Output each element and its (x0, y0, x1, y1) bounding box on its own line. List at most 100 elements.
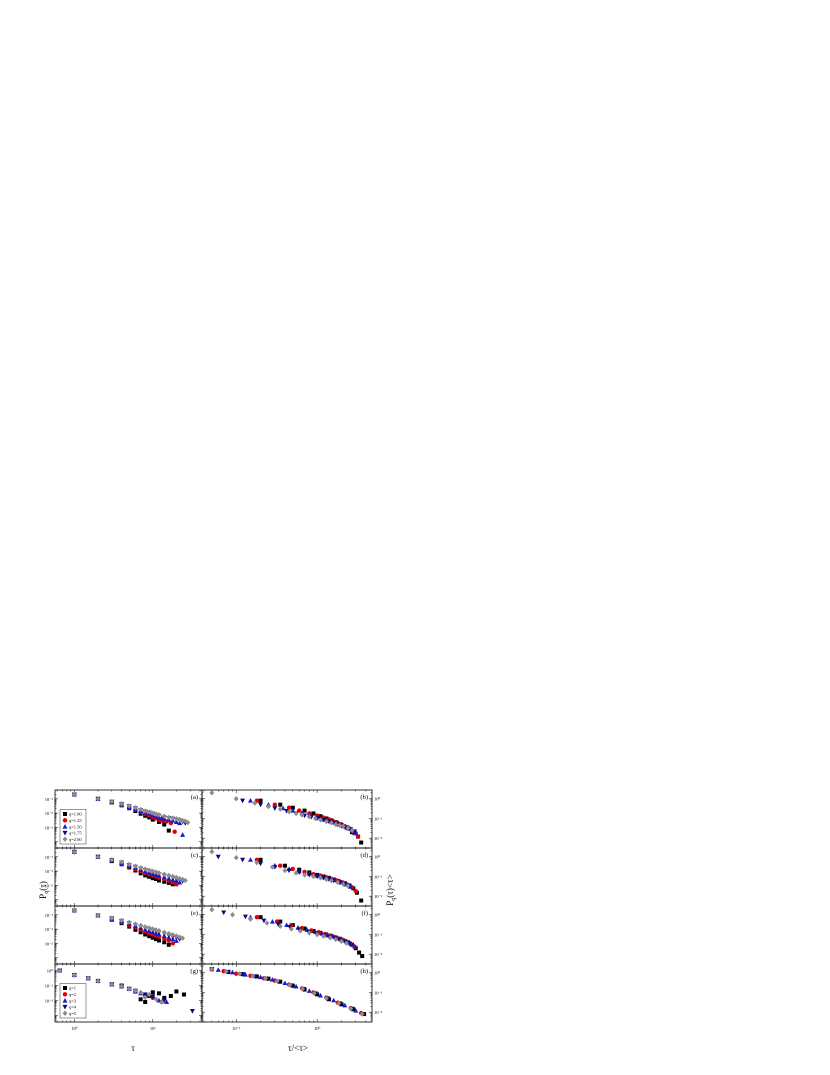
data-point (321, 817, 327, 823)
legend-marker (62, 830, 68, 836)
data-point (109, 856, 115, 863)
legend-label: q=3 (69, 998, 77, 1003)
data-point (328, 820, 334, 826)
data-point (138, 997, 143, 1002)
data-point (95, 912, 101, 919)
data-point (306, 930, 312, 936)
data-point (331, 997, 337, 1003)
y-tick-label: 10⁻² (374, 894, 383, 899)
panel-letter: (g) (190, 968, 198, 975)
y-tick-label: 10⁻³ (45, 825, 54, 830)
legend-marker (63, 986, 67, 990)
data-point (173, 874, 179, 881)
data-point (352, 943, 358, 949)
data-point (230, 912, 235, 918)
panels-group: 10⁻¹10⁻²10⁻³(a)q=1.00q=1.25q=1.50q=1.75q… (45, 789, 383, 1031)
data-point (177, 816, 183, 823)
data-point (282, 863, 287, 868)
data-point (284, 808, 290, 814)
data-point (126, 919, 132, 925)
data-point (173, 933, 179, 939)
data-point (300, 986, 305, 992)
data-point (157, 878, 162, 883)
data-point (150, 868, 156, 874)
panel-frame (201, 963, 373, 1023)
legend-label: q=1.00 (69, 812, 82, 817)
y-tick-label: 10⁻¹ (45, 797, 54, 802)
data-point (269, 976, 275, 982)
y-tick-label: 10⁻² (45, 869, 54, 874)
data-point (138, 871, 143, 876)
data-point (278, 802, 283, 807)
data-point (133, 921, 138, 927)
y-tick-label: 10⁻² (45, 811, 54, 816)
data-point (274, 978, 280, 984)
data-point (173, 938, 179, 943)
data-point (209, 907, 215, 913)
data-point (189, 1008, 195, 1014)
data-point (345, 825, 351, 831)
data-point (119, 801, 124, 807)
data-point (287, 924, 293, 930)
data-point (143, 873, 148, 878)
data-point (353, 830, 359, 836)
data-point (353, 888, 358, 894)
data-point (252, 800, 258, 806)
legend: q=1q=2q=3q=4q=5 (59, 983, 87, 1019)
data-point (154, 877, 159, 882)
legend-marker (62, 998, 68, 1003)
data-point (138, 865, 144, 871)
data-point (170, 873, 176, 880)
data-point (162, 940, 167, 945)
data-point (71, 972, 77, 978)
data-point (254, 857, 260, 862)
data-point (157, 991, 162, 996)
data-point (166, 942, 171, 947)
data-point (359, 898, 364, 903)
y-axis-label-left: Pq(τ) (38, 881, 50, 899)
data-point (161, 998, 167, 1004)
data-point (71, 907, 77, 914)
series-q-2-00 (209, 849, 351, 889)
series-q-1-50 (71, 907, 179, 943)
data-point (147, 874, 152, 879)
data-point (233, 854, 239, 861)
data-point (314, 874, 320, 880)
data-point (181, 992, 186, 997)
data-point (237, 971, 242, 977)
data-point (146, 925, 152, 931)
series-q-2-00 (71, 791, 191, 826)
legend-label: q=1.75 (69, 831, 82, 836)
data-point (247, 857, 253, 862)
data-point (290, 866, 295, 872)
data-point (143, 932, 148, 937)
series-q-1 (209, 967, 367, 1017)
data-point (119, 859, 124, 865)
y-axis-label-left-tail: (τ) (38, 881, 48, 891)
data-point (337, 937, 343, 943)
data-point (258, 915, 263, 920)
data-point (269, 864, 275, 870)
panel-frame (201, 847, 373, 907)
data-point (290, 983, 295, 988)
legend-label: q=4 (69, 1005, 77, 1010)
y-tick-label: 10⁰ (374, 855, 381, 860)
data-point (209, 790, 215, 796)
data-point (286, 805, 292, 810)
series-q-1-50 (247, 798, 359, 836)
data-point (242, 914, 248, 920)
data-point (302, 808, 307, 813)
data-point (133, 988, 138, 994)
data-point (317, 992, 323, 998)
legend-marker (62, 836, 68, 842)
data-point (143, 999, 148, 1004)
x-axis-label-right: τ/<τ> (288, 1043, 308, 1053)
series-q-5 (57, 967, 165, 1005)
data-point (71, 791, 77, 798)
data-point (264, 920, 270, 926)
data-point (133, 804, 138, 811)
data-point (263, 975, 268, 982)
data-point (174, 882, 179, 887)
